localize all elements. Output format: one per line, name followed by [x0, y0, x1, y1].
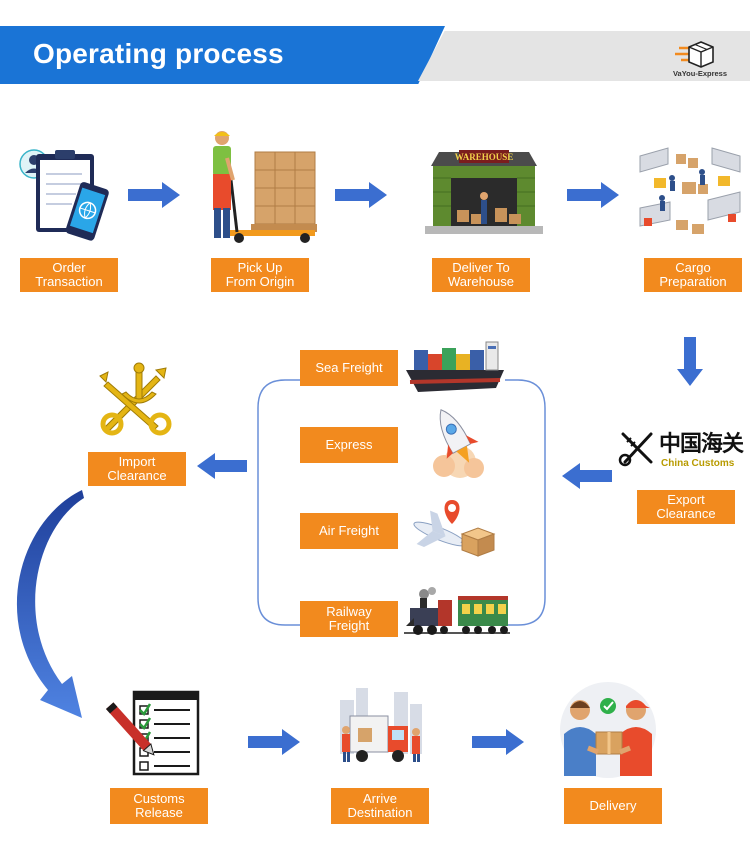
arrow-right-2	[335, 182, 387, 208]
transport-express: Express	[300, 427, 398, 463]
arrive-destination-truck-icon	[340, 688, 422, 762]
arrow-right-3	[567, 182, 619, 208]
china-customs-english-text: China Customs	[661, 458, 735, 469]
arrow-right-4	[248, 729, 300, 755]
transport-railway-freight: Railway Freight	[300, 601, 398, 637]
airplane-package-icon	[413, 500, 496, 557]
header-banner	[0, 26, 445, 84]
step-import-clearance: Import Clearance	[88, 452, 186, 486]
step-cargo-preparation: Cargo Preparation	[644, 258, 742, 292]
rocket-express-icon	[433, 409, 484, 478]
order-clipboard-phone-icon	[19, 149, 109, 241]
step-deliver-warehouse: Deliver To Warehouse	[432, 258, 530, 292]
worker-pallet-jack-icon	[213, 131, 317, 243]
page-title: Operating process	[33, 38, 284, 69]
customs-checklist-icon	[105, 690, 200, 776]
transport-sea-freight: Sea Freight	[300, 350, 398, 386]
delivery-handover-icon	[560, 682, 656, 778]
china-customs-chinese-text: 中国海关	[659, 431, 744, 457]
arrow-right-5	[472, 729, 524, 755]
brand-name: VaYou-Express	[672, 69, 728, 78]
warehouse-building-icon: WAREHOUSE	[425, 150, 543, 234]
step-pick-up: Pick Up From Origin	[211, 258, 309, 292]
step-customs-release: Customs Release	[110, 788, 208, 824]
arrow-right-1	[128, 182, 180, 208]
arrow-left-1	[562, 463, 612, 489]
step-arrive-destination: Arrive Destination	[331, 788, 429, 824]
arrow-left-2	[197, 453, 247, 479]
steam-train-icon	[404, 587, 510, 635]
arrow-curve	[16, 490, 84, 718]
arrow-down-1	[677, 337, 703, 386]
transport-air-freight: Air Freight	[300, 513, 398, 549]
step-export-clearance: Export Clearance	[637, 490, 735, 524]
warehouse-sign: WAREHOUSE	[455, 152, 514, 162]
brand-logo-icon	[675, 41, 714, 68]
cargo-ship-icon	[406, 341, 504, 392]
transport-frame	[257, 379, 300, 626]
cargo-preparation-icon	[639, 147, 741, 234]
step-order-transaction: Order Transaction	[20, 258, 118, 292]
step-delivery: Delivery	[564, 788, 662, 824]
customs-key-anchor-emblem-icon	[99, 362, 172, 436]
china-customs-emblem-icon	[618, 432, 653, 467]
